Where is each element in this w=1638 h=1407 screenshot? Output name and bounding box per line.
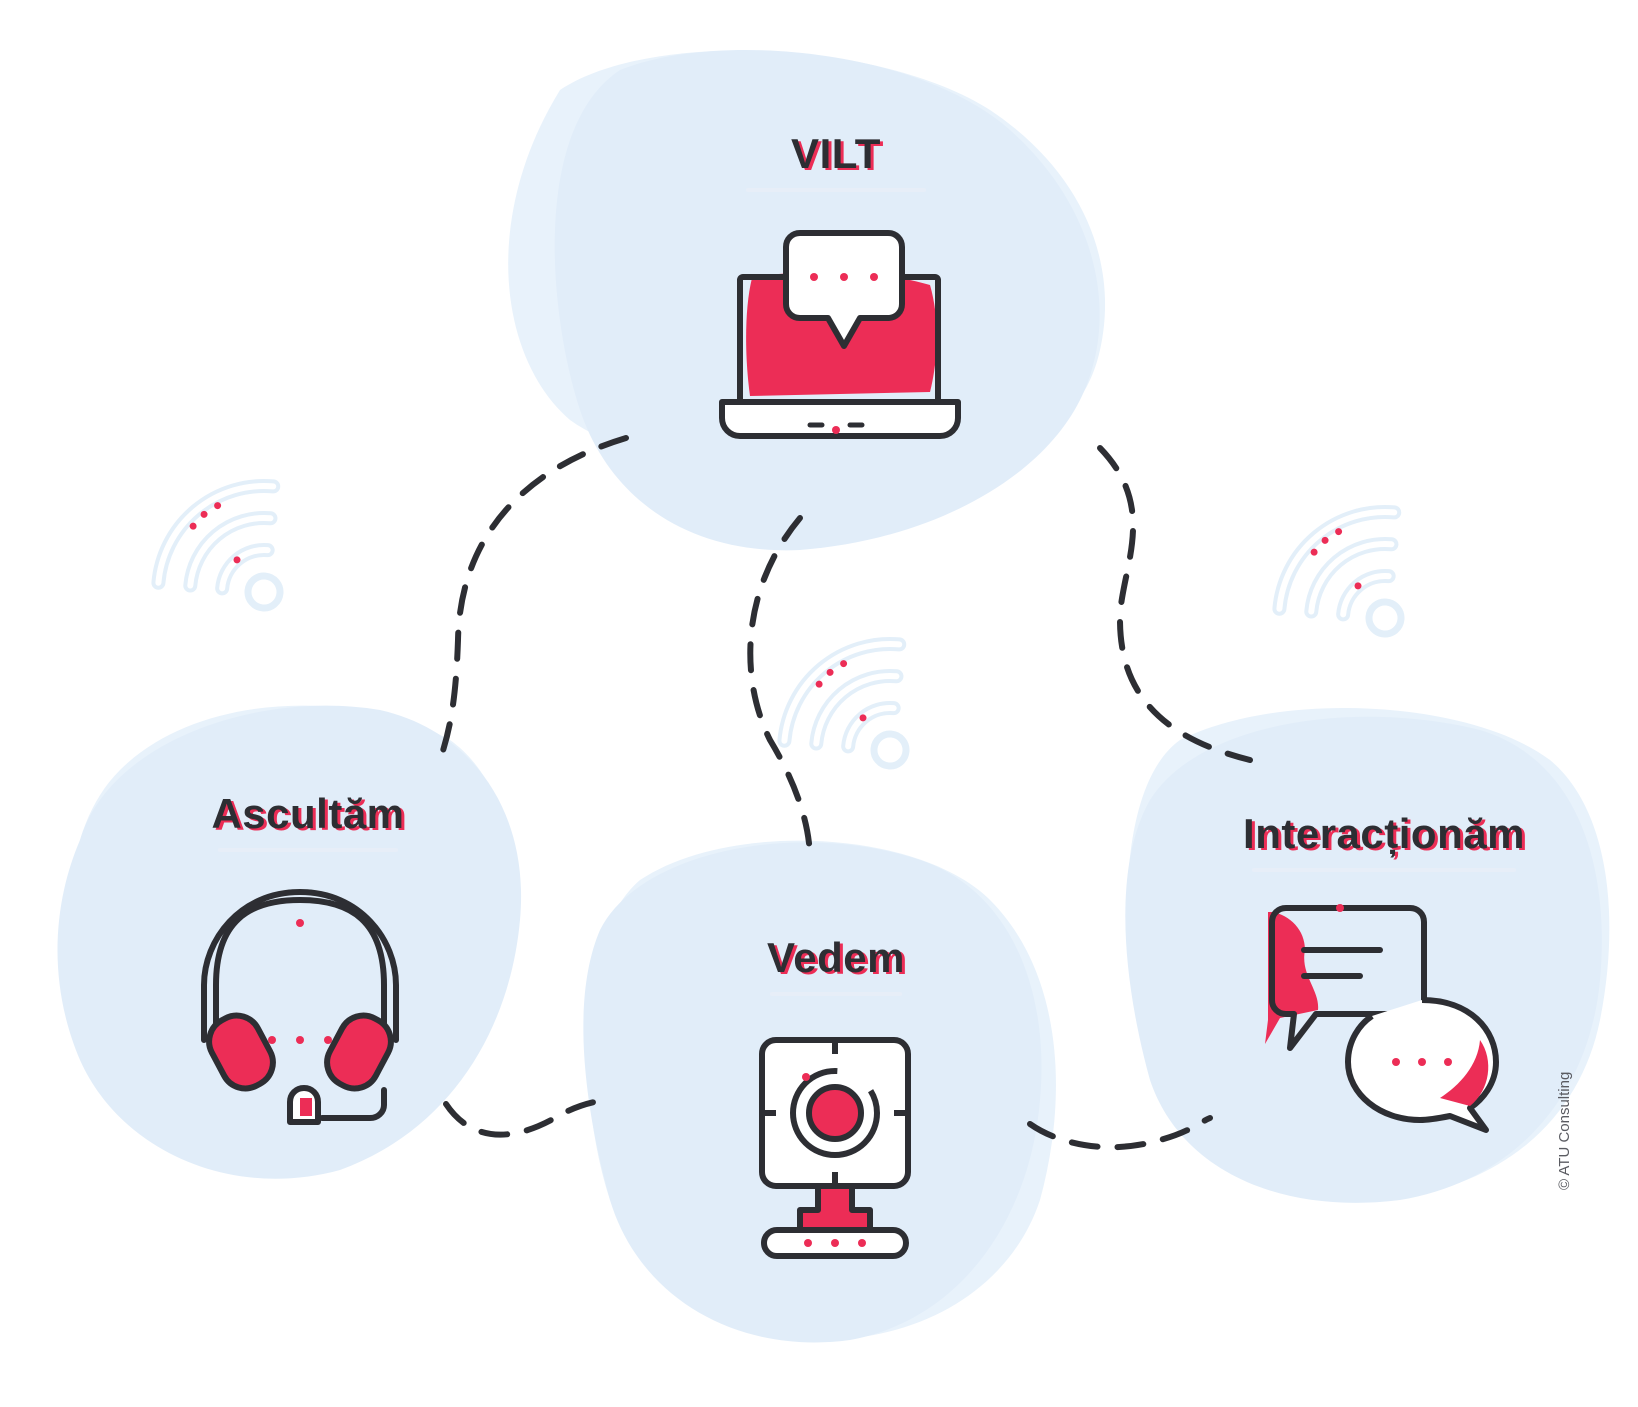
blob-interactionam [1125, 707, 1610, 1203]
connector-vilt-vedem [747, 515, 813, 863]
label-underline-vilt [746, 188, 926, 192]
webcam-icon [759, 1037, 911, 1259]
blob-ascultam [57, 705, 522, 1179]
node-label-vedem: Vedem [767, 934, 905, 981]
headphones-icon [201, 888, 399, 1125]
connector-vilt-interactionam [1097, 445, 1253, 763]
wifi-icon [151, 479, 284, 612]
connector-ascultam-vedem [443, 1097, 613, 1138]
connector-vilt-ascultam [437, 435, 629, 763]
copyright-text: © ATU Consulting [1556, 1071, 1573, 1190]
laptop-chat-icon [719, 230, 961, 439]
wifi-decorations [151, 479, 1405, 770]
node-label-ascultam: Ascultăm [211, 790, 405, 837]
label-underline-vedem [770, 992, 902, 996]
chat-bubbles-icon [1265, 904, 1499, 1133]
wifi-icon [1272, 505, 1405, 638]
node-label-vilt: VILT [791, 130, 881, 177]
label-underline-interactionam [1252, 868, 1516, 872]
node-label-interactionam: Interacționăm [1243, 810, 1525, 857]
label-underline-ascultam [218, 848, 398, 852]
connectors [437, 435, 1253, 1151]
wifi-icon [777, 637, 910, 770]
